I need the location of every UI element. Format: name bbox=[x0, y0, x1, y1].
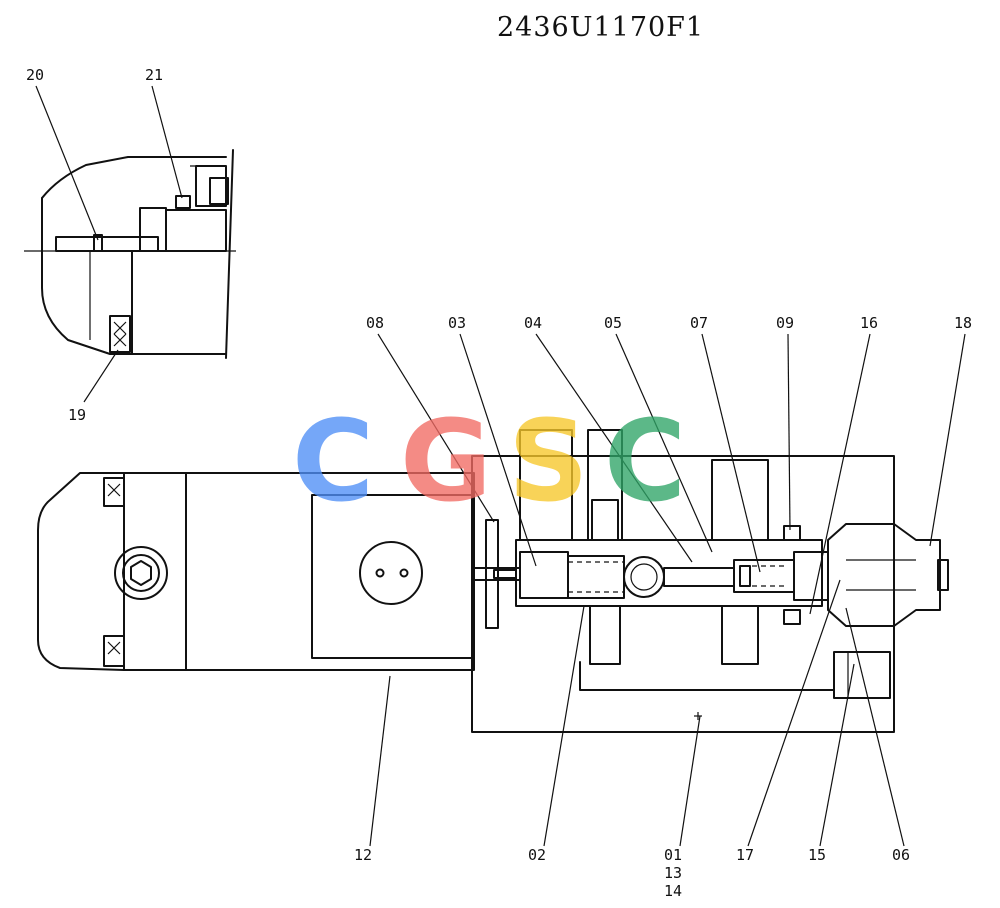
callout-09: 09 bbox=[776, 314, 794, 332]
callout-18: 18 bbox=[954, 314, 972, 332]
callout-15: 15 bbox=[808, 846, 826, 864]
callout-12: 12 bbox=[354, 846, 372, 864]
watermark-letter-s: S bbox=[508, 397, 589, 527]
callout-01: 01 bbox=[664, 846, 682, 864]
callout-19: 19 bbox=[68, 406, 86, 424]
callout-03: 03 bbox=[448, 314, 466, 332]
callout-17: 17 bbox=[736, 846, 754, 864]
watermark-logo: C G S C bbox=[292, 397, 686, 527]
watermark-letter-c1: C bbox=[292, 397, 374, 527]
drawing-number: 2436U1170F1 bbox=[497, 12, 704, 43]
callout-04: 04 bbox=[524, 314, 542, 332]
main-assembly bbox=[37, 429, 949, 733]
callout-14: 14 bbox=[664, 882, 682, 900]
watermark-letter-c2: C bbox=[604, 397, 686, 527]
callout-21: 21 bbox=[145, 66, 163, 84]
callout-02: 02 bbox=[528, 846, 546, 864]
detail-view bbox=[24, 149, 236, 359]
push-rod bbox=[473, 567, 521, 581]
callout-20: 20 bbox=[26, 66, 44, 84]
watermark-letter-g: G bbox=[400, 397, 492, 527]
callout-13: 13 bbox=[664, 864, 682, 882]
callout-08: 08 bbox=[366, 314, 384, 332]
callout-05: 05 bbox=[604, 314, 622, 332]
callout-07: 07 bbox=[690, 314, 708, 332]
valve-body bbox=[471, 429, 949, 733]
callout-06: 06 bbox=[892, 846, 910, 864]
solenoid-actuator bbox=[37, 472, 475, 671]
leader-lines bbox=[35, 85, 966, 847]
callout-labels: 20 21 19 08 03 04 05 07 09 16 18 12 02 0… bbox=[26, 66, 972, 900]
callout-16: 16 bbox=[860, 314, 878, 332]
